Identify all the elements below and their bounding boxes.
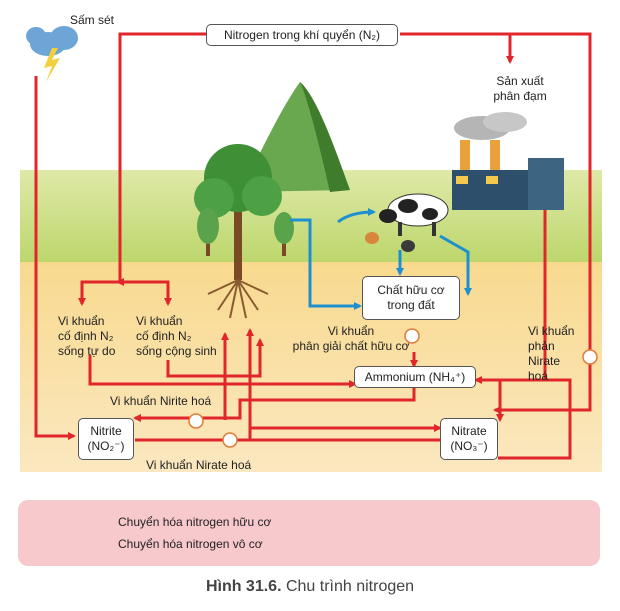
atmosphere-node: Nitrogen trong khí quyển (N₂) xyxy=(206,24,398,46)
tree xyxy=(194,144,282,319)
nitrite-bacteria-label: Vi khuẩn Nirite hoá xyxy=(110,394,212,408)
factory xyxy=(452,112,564,210)
figure-caption: Hình 31.6. Chu trình nitrogen xyxy=(0,578,620,596)
nitrate-node: Nitrate (NO₃⁻) xyxy=(440,418,498,460)
nitrate-bacteria-right-label: Vi khuẩn phản Nirate hoá xyxy=(528,324,575,383)
fertilizer-label: Sản xuất phân đạm xyxy=(493,74,547,103)
cow xyxy=(379,193,449,236)
caption-figure-number: Hình 31.6. xyxy=(205,578,282,595)
caption-title: Chu trình nitrogen xyxy=(285,578,415,595)
organic-flow-arrows xyxy=(290,208,472,310)
symbiotic-fixer-label: Vi khuẩn cố định N₂ sống cộng sinh xyxy=(136,314,217,358)
nitrite-node: Nitrite (NO₂⁻) xyxy=(78,418,134,460)
lightning-label: Sấm sét xyxy=(70,13,115,27)
inorganic-flow-arrows xyxy=(34,32,592,460)
ammonium-node: Ammonium (NH₄⁺) xyxy=(354,366,476,388)
atmosphere-label: Nitrogen trong khí quyển (N₂) xyxy=(223,28,381,42)
legend-organic-label: Chuyển hóa nitrogen hữu cơ xyxy=(118,515,272,529)
free-living-fixer-label: Vi khuẩn cố định N₂ sống tự do xyxy=(58,314,116,358)
chickens xyxy=(365,232,415,252)
legend xyxy=(18,500,600,566)
organic-matter-node: Chất hữu cơ trong đất xyxy=(362,276,460,320)
decomposer-label: Vi khuẩn phân giải chất hữu cơ xyxy=(292,324,410,353)
cloud-lightning-icon xyxy=(26,26,78,82)
legend-inorganic-label: Chuyển hóa nitrogen vô cơ xyxy=(118,537,263,551)
bacteria-icons xyxy=(188,328,598,448)
nitrate-bacteria-label: Vi khuẩn Nirate hoá xyxy=(146,458,252,472)
